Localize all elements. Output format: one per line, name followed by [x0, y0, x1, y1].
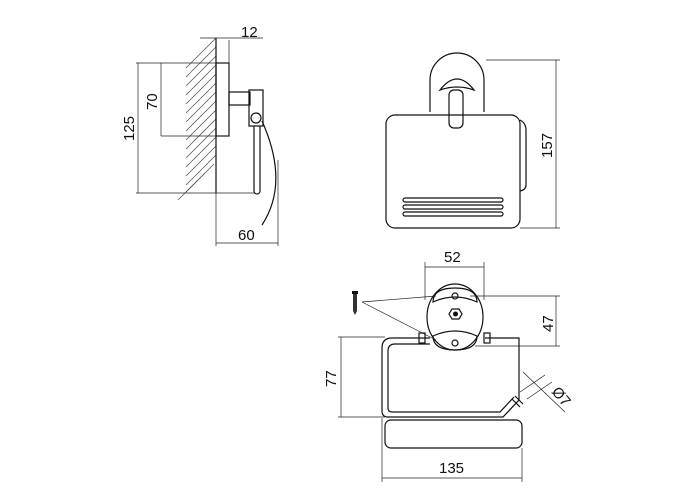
cover-slots — [402, 197, 504, 217]
dimension-lines — [486, 59, 560, 229]
cover-side — [519, 119, 527, 192]
rod — [253, 126, 261, 195]
wall-plate — [215, 62, 230, 137]
wall-hatching — [177, 37, 217, 201]
bracket — [248, 89, 264, 127]
bracket-front — [448, 89, 464, 129]
nut-right — [483, 332, 491, 344]
cover-flap — [261, 120, 277, 226]
dim-diameter-7: Ø7 — [548, 384, 574, 410]
bottom-view: 52 47 77 135 Ø7 — [323, 249, 574, 482]
ring-outer — [381, 337, 520, 418]
top-loop — [429, 52, 485, 112]
screw-hole-top — [451, 292, 459, 300]
dim-125: 125 — [121, 116, 138, 141]
plate-top-recess — [432, 287, 478, 303]
plate-bottom-recess — [432, 330, 478, 351]
ring-inner — [387, 343, 515, 413]
arm — [228, 91, 251, 106]
pivot — [250, 112, 262, 124]
hex-nut — [448, 308, 463, 320]
dim-52: 52 — [444, 249, 461, 266]
dim-135: 135 — [439, 460, 464, 477]
dimension-lines — [136, 37, 279, 246]
paper-tray — [384, 419, 523, 449]
dimension-lines — [338, 262, 566, 482]
front-view: 157 — [385, 52, 560, 229]
dim-47: 47 — [540, 315, 557, 332]
screw-icon — [352, 291, 358, 315]
hex-center — [453, 311, 458, 317]
screw-hole-bottom — [451, 339, 459, 347]
leader-lines — [361, 295, 437, 341]
cover-box — [385, 114, 521, 229]
dim-77: 77 — [323, 370, 340, 387]
rod-end — [511, 395, 524, 408]
loop-cutout — [438, 78, 476, 92]
dim-12: 12 — [241, 24, 258, 41]
side-view: 12 70 125 60 — [121, 24, 279, 246]
dim-60: 60 — [238, 227, 255, 244]
dim-70: 70 — [144, 93, 161, 110]
dim-157: 157 — [539, 133, 556, 158]
